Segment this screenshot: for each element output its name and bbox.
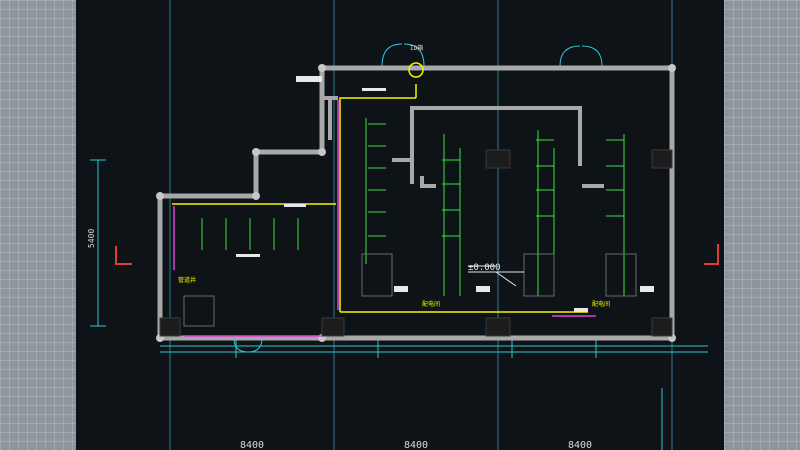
door-arcs <box>233 43 603 353</box>
left-dimension <box>90 159 106 327</box>
level-mark-label: ±0.000 <box>468 263 501 273</box>
dimension-vertical: 5400 <box>87 229 96 248</box>
label-top: ID箱 <box>410 44 423 52</box>
dimension-bottom-1: 8400 <box>240 440 264 450</box>
rack-ticks <box>368 123 624 237</box>
dimension-bottom-3: 8400 <box>568 440 592 450</box>
power-lines <box>173 100 596 337</box>
room-label-b: 配电间 <box>422 300 440 308</box>
structural-columns <box>159 149 673 337</box>
cad-drawing-viewport[interactable]: 5400 <box>76 0 724 450</box>
dimension-bottom-2: 8400 <box>404 440 428 450</box>
bottom-dimension-lines <box>160 340 708 450</box>
section-marker-icon <box>115 244 719 265</box>
floor-plan-canvas[interactable]: 5400 <box>76 0 724 450</box>
workspace-margin-left <box>0 0 76 450</box>
room-label-c: 配电间 <box>592 300 610 308</box>
annotation-tags <box>236 76 654 312</box>
room-label-a: 管道井 <box>178 276 196 284</box>
incoming-line-marker <box>408 62 424 78</box>
level-mark <box>468 265 524 287</box>
interior-walls <box>324 96 604 188</box>
workspace-margin-right <box>724 0 800 450</box>
room-outlines <box>183 253 637 327</box>
cable-tray-routes <box>172 84 588 313</box>
